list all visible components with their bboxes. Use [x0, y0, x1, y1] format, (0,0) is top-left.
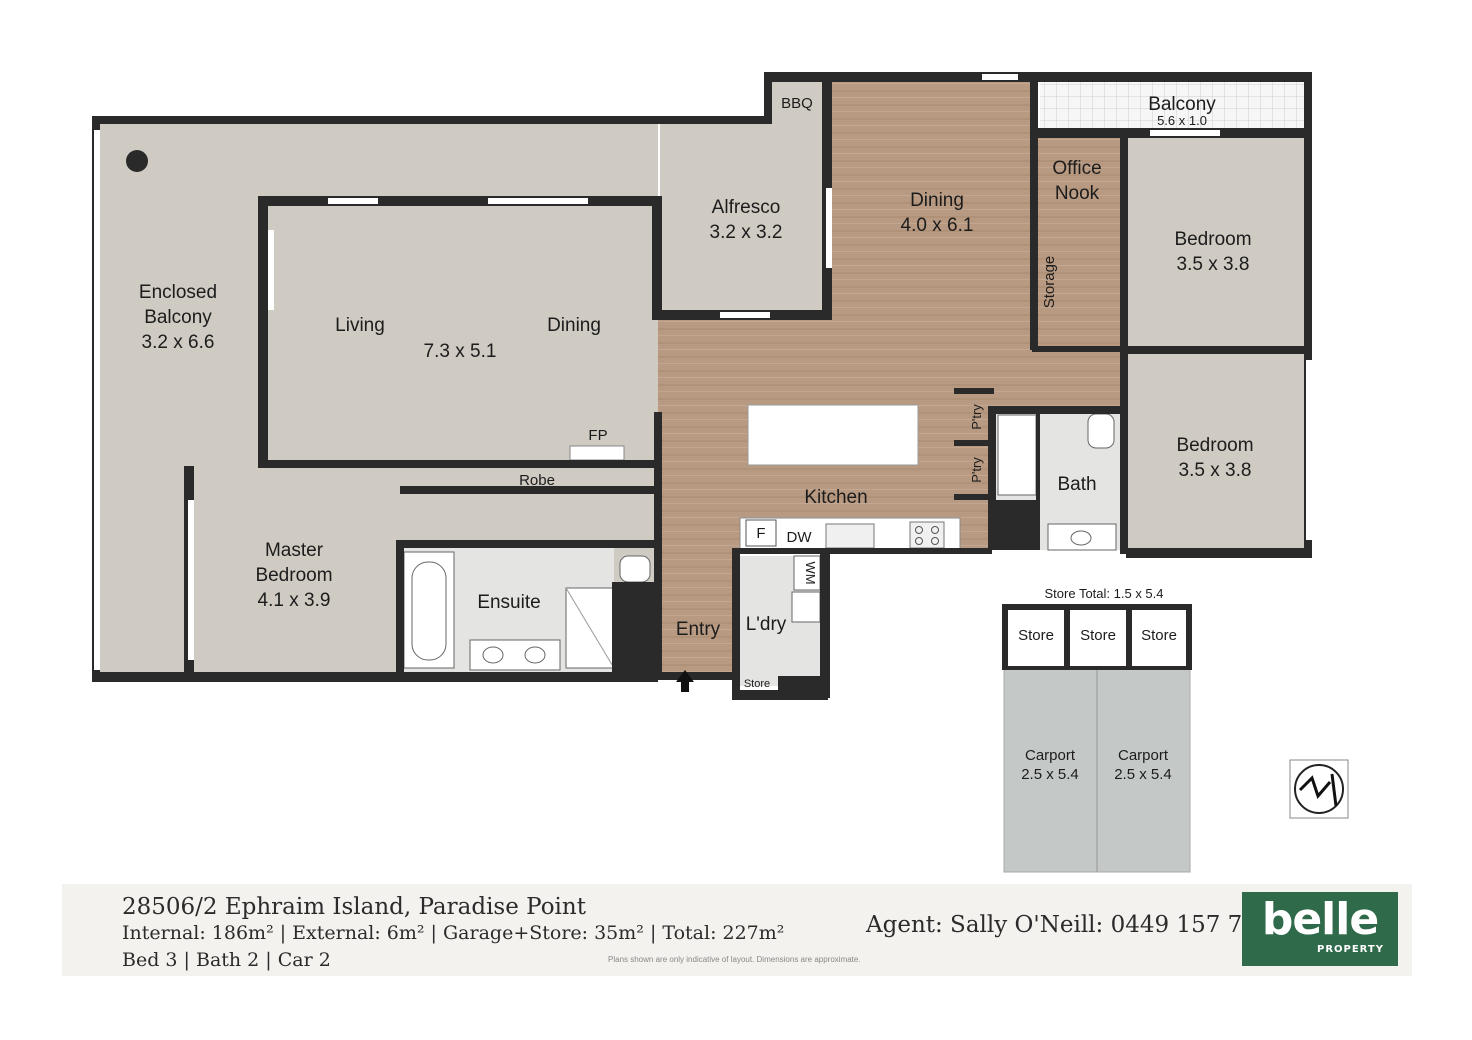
- store-3-label: Store: [1141, 627, 1177, 644]
- entry-arrow-icon: [676, 670, 694, 692]
- master-line1: Master: [265, 540, 324, 561]
- dining-label: Dining: [910, 190, 964, 211]
- kitchen-fixtures: [569, 404, 961, 551]
- balcony-label: Balcony: [1148, 94, 1216, 115]
- dining-dims: 4.0 x 6.1: [901, 215, 974, 236]
- listing-footer: 28506/2 Ephraim Island, Paradise Point I…: [62, 884, 1412, 976]
- fireplace-label: FP: [588, 427, 607, 444]
- enclosed-balcony-line2: Balcony: [144, 307, 212, 328]
- enclosed-balcony-line1: Enclosed: [139, 282, 217, 303]
- living-dims: 7.3 x 5.1: [424, 341, 497, 362]
- property-rooms: Bed 3 | Bath 2 | Car 2: [122, 949, 331, 971]
- property-areas: Internal: 186m² | External: 6m² | Garage…: [122, 922, 785, 944]
- walls: [92, 72, 1312, 700]
- carport-1-label: Carport: [1025, 747, 1076, 764]
- fridge-label: F: [756, 525, 765, 542]
- office-nook-line1: Office: [1052, 158, 1101, 179]
- dishwasher-label: DW: [787, 529, 813, 546]
- brand-sub: PROPERTY: [1316, 944, 1384, 955]
- store-2-label: Store: [1080, 627, 1116, 644]
- property-address: 28506/2 Ephraim Island, Paradise Point: [122, 894, 586, 920]
- master-dims: 4.1 x 3.9: [258, 590, 331, 611]
- brand-name: belle: [1261, 894, 1379, 945]
- master-line2: Bedroom: [255, 565, 332, 586]
- laundry-store-label: Store: [744, 678, 770, 690]
- bedroom3-dims: 3.5 x 3.8: [1179, 460, 1252, 481]
- pantry1-label: P'try: [969, 404, 984, 430]
- bedroom2-dims: 3.5 x 3.8: [1177, 254, 1250, 275]
- storage-label: Storage: [1041, 256, 1058, 309]
- disclaimer-text: Plans shown are only indicative of layou…: [608, 955, 861, 964]
- garage-area: Store Total: 1.5 x 5.4 Store Store Store…: [1002, 586, 1192, 873]
- pantry2-label: P'try: [969, 457, 984, 483]
- alfresco-label: Alfresco: [712, 197, 781, 218]
- doors-windows: [94, 74, 1312, 670]
- bathroom-fixtures: [403, 413, 1117, 671]
- robe-label: Robe: [519, 472, 555, 489]
- store-1-label: Store: [1018, 627, 1054, 644]
- laundry-label: L'dry: [746, 614, 787, 635]
- balcony-dims: 5.6 x 1.0: [1157, 113, 1207, 128]
- entry-label: Entry: [676, 619, 721, 640]
- enclosed-balcony-dims: 3.2 x 6.6: [142, 332, 215, 353]
- kitchen-label: Kitchen: [804, 487, 867, 508]
- carport-2-dims: 2.5 x 5.4: [1114, 766, 1172, 783]
- bedroom2-label: Bedroom: [1174, 229, 1251, 250]
- washing-machine-label: WM: [803, 561, 818, 584]
- brand-logo: belle PROPERTY: [1242, 892, 1398, 966]
- living-dining-label: Dining: [547, 315, 601, 336]
- office-nook-line2: Nook: [1055, 183, 1100, 204]
- agent-contact: Agent: Sally O'Neill: 0449 157 776: [866, 912, 1272, 938]
- carport-1-dims: 2.5 x 5.4: [1021, 766, 1079, 783]
- compass-icon: [1289, 759, 1349, 819]
- bedroom3-label: Bedroom: [1176, 435, 1253, 456]
- alfresco-dims: 3.2 x 3.2: [710, 222, 783, 243]
- store-total-label: Store Total: 1.5 x 5.4: [1045, 586, 1164, 601]
- ensuite-label: Ensuite: [477, 592, 540, 613]
- living-label: Living: [335, 315, 385, 336]
- bath-label: Bath: [1057, 474, 1096, 495]
- carport-2-label: Carport: [1118, 747, 1169, 764]
- room-labels: BBQ Balcony 5.6 x 1.0 Enclosed Balcony 3…: [139, 94, 1254, 690]
- bbq-label: BBQ: [781, 95, 813, 112]
